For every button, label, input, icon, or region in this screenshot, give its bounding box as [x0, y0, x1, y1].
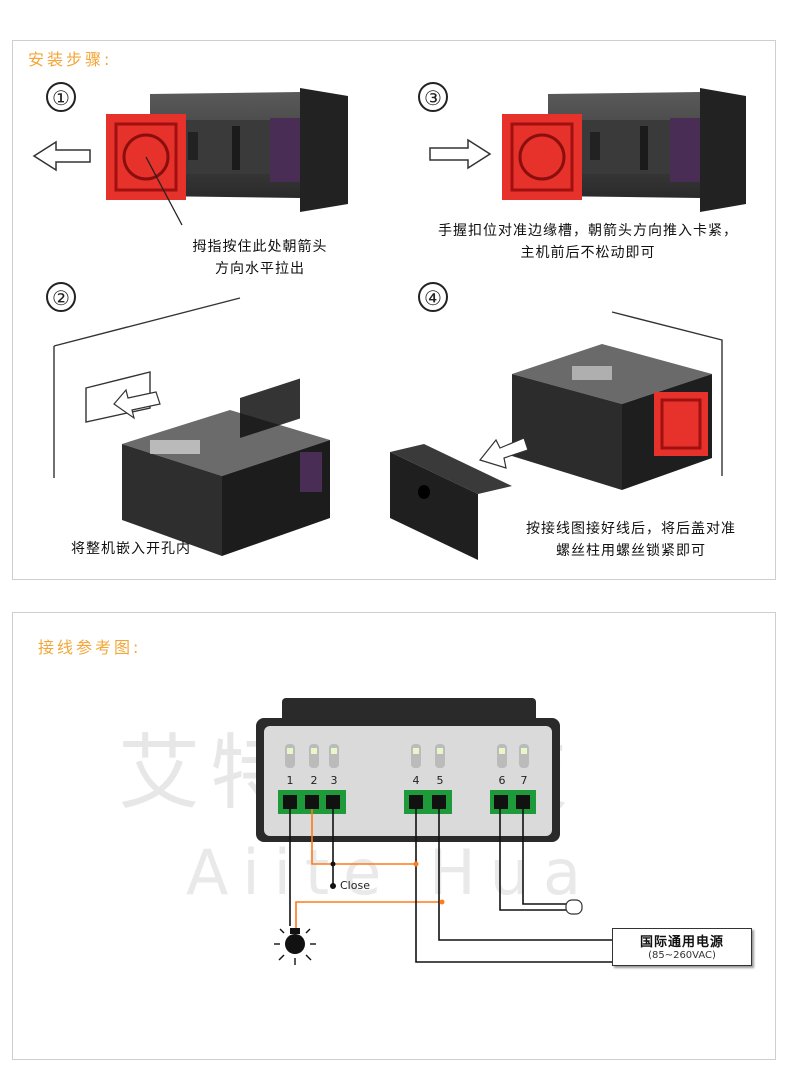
- led-row: [285, 744, 529, 768]
- step1-number: ①: [46, 82, 76, 112]
- step1-arrow-left: [32, 140, 91, 172]
- install-title: 安装步骤:: [28, 50, 113, 69]
- step2-caption: 将整机嵌入开孔内: [46, 538, 216, 560]
- power-supply-title: 国际通用电源: [639, 935, 724, 950]
- step2-wall: [53, 297, 241, 478]
- step2-device: [122, 378, 330, 556]
- terminal-label-4: 4: [412, 774, 420, 787]
- power-supply-voltage: (85~260VAC): [648, 950, 716, 961]
- step3-caption: 手握扣位对准边缘槽，朝箭头方向推入卡紧， 主机前后不松动即可: [398, 220, 778, 264]
- terminal-label-3: 3: [330, 774, 338, 787]
- terminal-label-2: 2: [310, 774, 318, 787]
- step2-number: ②: [46, 282, 76, 312]
- step3-arrow-right: [429, 138, 492, 170]
- step4-wall: [611, 311, 723, 476]
- wiring-title: 接线参考图:: [38, 638, 142, 657]
- watermark-en: Aiite Hua: [186, 836, 595, 909]
- step3-caption-line1: 手握扣位对准边缘槽，朝箭头方向推入卡紧，: [438, 223, 738, 239]
- step1-device: [106, 88, 348, 226]
- step4-caption-line2: 螺丝柱用螺丝锁紧即可: [556, 543, 706, 559]
- step3-number: ③: [418, 82, 448, 112]
- terminal-label-5: 5: [436, 774, 444, 787]
- terminal-block-4-5: [404, 790, 452, 814]
- step1-caption: 拇指按住此处朝箭头 方向水平拉出: [160, 236, 360, 280]
- led-5: [435, 744, 445, 768]
- step2-caption-line1: 将整机嵌入开孔内: [71, 541, 191, 557]
- step3-caption-line2: 主机前后不松动即可: [520, 245, 656, 261]
- power-supply-box: 国际通用电源 (85~260VAC): [612, 928, 752, 966]
- step4-caption: 按接线图接好线后，将后盖对准 螺丝柱用螺丝锁紧即可: [486, 518, 776, 562]
- led-3: [329, 744, 339, 768]
- step4-number: ④: [418, 282, 448, 312]
- black-wires: [289, 809, 612, 963]
- step4-cover: [390, 437, 529, 560]
- led-1: [285, 744, 295, 768]
- temperature-probe: [565, 899, 583, 915]
- led-4: [411, 744, 421, 768]
- wire-junctions: [330, 861, 445, 905]
- step1-caption-line1: 拇指按住此处朝箭头: [192, 239, 328, 255]
- terminal-label-1: 1: [286, 774, 294, 787]
- controller-body: [256, 698, 560, 842]
- led-2: [309, 744, 319, 768]
- close-label: Close: [340, 879, 370, 892]
- terminal-label-7: 7: [520, 774, 528, 787]
- terminal-label-6: 6: [498, 774, 506, 787]
- step3-device: [502, 88, 746, 212]
- lamp-icon: [274, 928, 316, 965]
- terminal-block-6-7: [490, 790, 536, 814]
- step4-caption-line1: 按接线图接好线后，将后盖对准: [526, 521, 736, 537]
- step4-device: [512, 344, 712, 490]
- led-6: [497, 744, 507, 768]
- step1-caption-line2: 方向水平拉出: [215, 261, 305, 277]
- led-7: [519, 744, 529, 768]
